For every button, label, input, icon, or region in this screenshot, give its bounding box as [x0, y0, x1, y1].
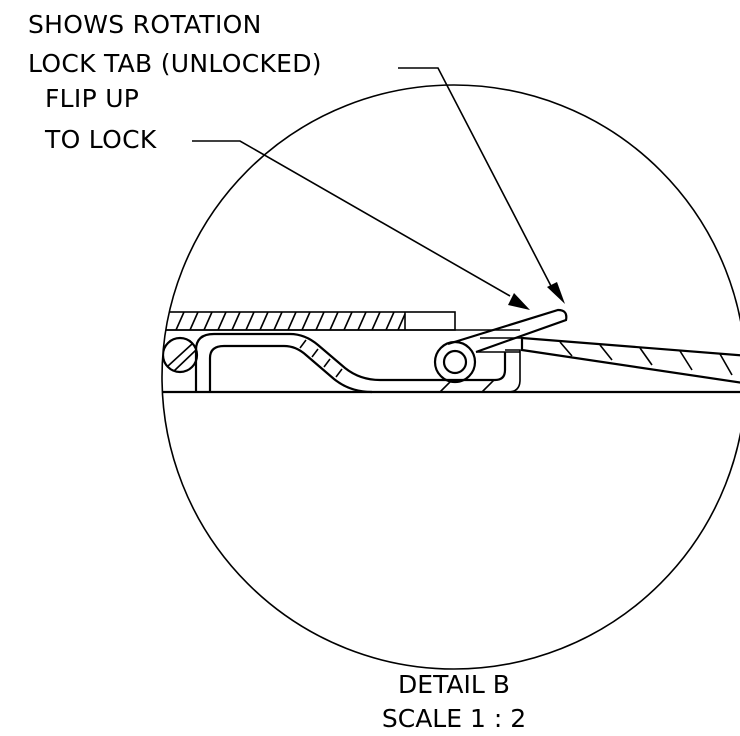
flip-up-label-line1: FLIP UP — [45, 84, 139, 113]
flip-up-leader — [192, 140, 530, 310]
left-hatched-plate — [162, 311, 456, 331]
rotation-lock-tab — [447, 308, 568, 354]
flip-up-label-line2: TO LOCK — [44, 125, 157, 154]
detail-scale: SCALE 1 : 2 — [382, 704, 526, 733]
right-hatched-plate — [520, 336, 740, 386]
hinge-assembly — [162, 308, 740, 394]
hinge-knuckle — [433, 340, 477, 384]
rotation-lock-leader — [398, 67, 565, 304]
rotation-lock-label-line2: LOCK TAB (UNLOCKED) — [28, 49, 322, 78]
rotation-lock-label-line1: SHOWS ROTATION — [28, 10, 262, 39]
left-pin — [162, 336, 199, 374]
detail-title: DETAIL B — [398, 670, 510, 699]
detail-boundary-circle — [161, 84, 740, 670]
spring-bracket — [194, 332, 521, 394]
